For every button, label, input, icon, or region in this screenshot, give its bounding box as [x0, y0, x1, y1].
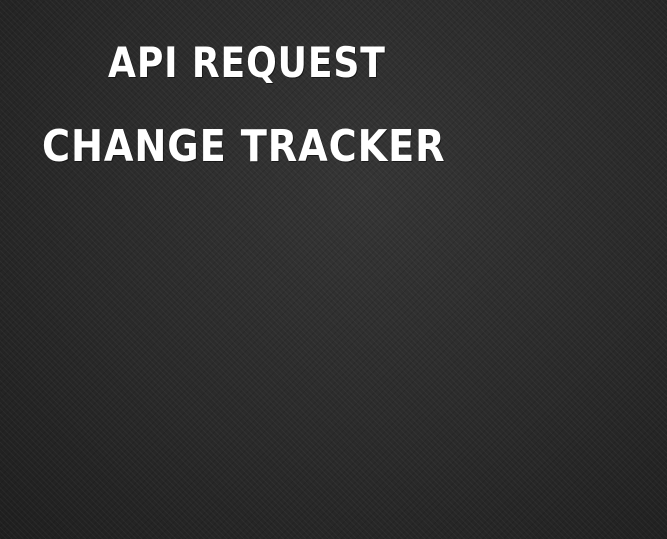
title-line-2: CHANGE TRACKER — [42, 121, 446, 172]
title-line-1: API REQUEST — [108, 38, 386, 87]
